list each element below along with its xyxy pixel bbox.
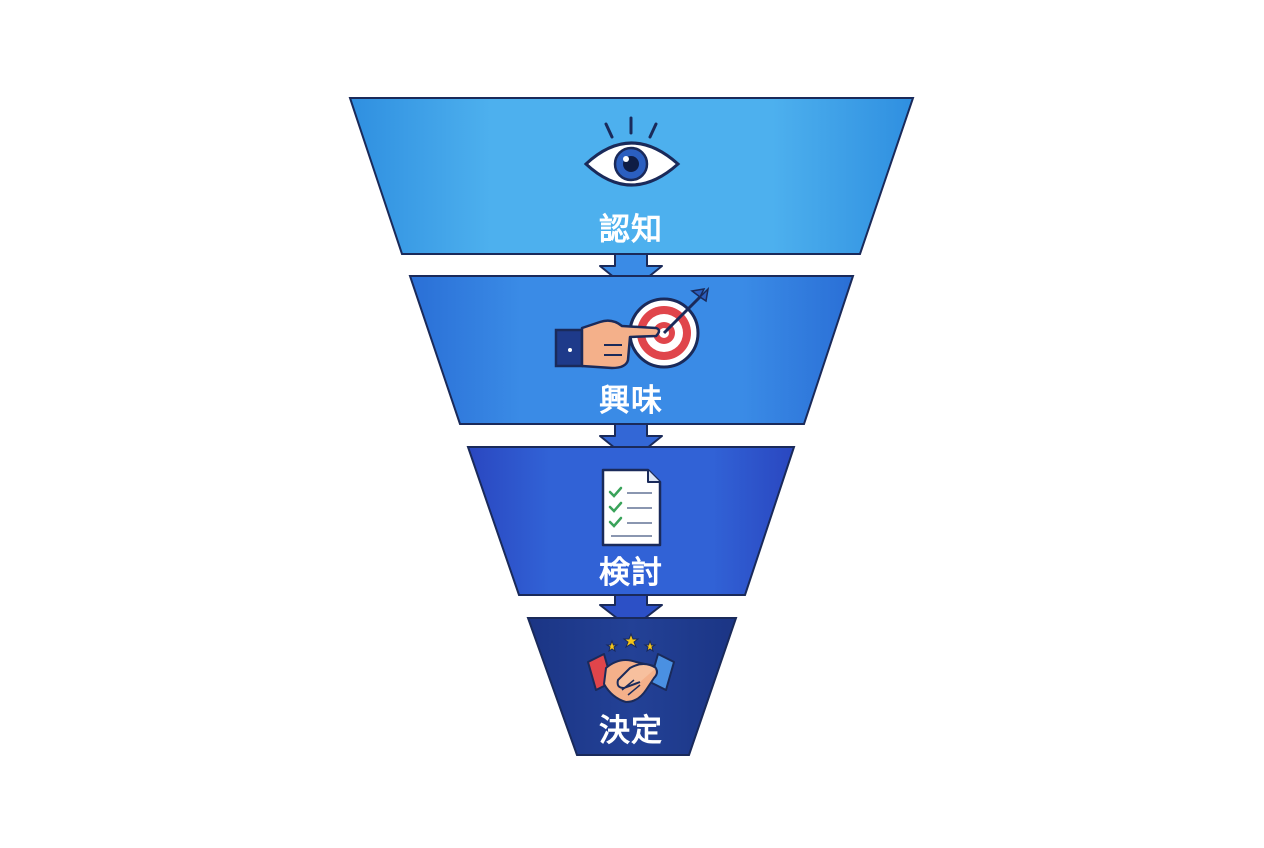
funnel-stage-interest: 興味 xyxy=(408,275,855,425)
hand-target-icon xyxy=(554,286,710,370)
funnel-stage-consideration: 検討 xyxy=(466,446,796,596)
checklist-document-icon xyxy=(601,468,662,547)
stage-label-awareness: 認知 xyxy=(599,212,663,248)
funnel-stage-decision: 決定 xyxy=(526,617,738,756)
eye-icon xyxy=(583,116,681,187)
funnel-stage-awareness: 認知 xyxy=(348,97,915,255)
stage-label-interest: 興味 xyxy=(599,383,663,419)
handshake-icon xyxy=(587,632,675,703)
stage-label-consideration: 検討 xyxy=(599,555,663,591)
stage-label-decision: 決定 xyxy=(599,713,663,749)
